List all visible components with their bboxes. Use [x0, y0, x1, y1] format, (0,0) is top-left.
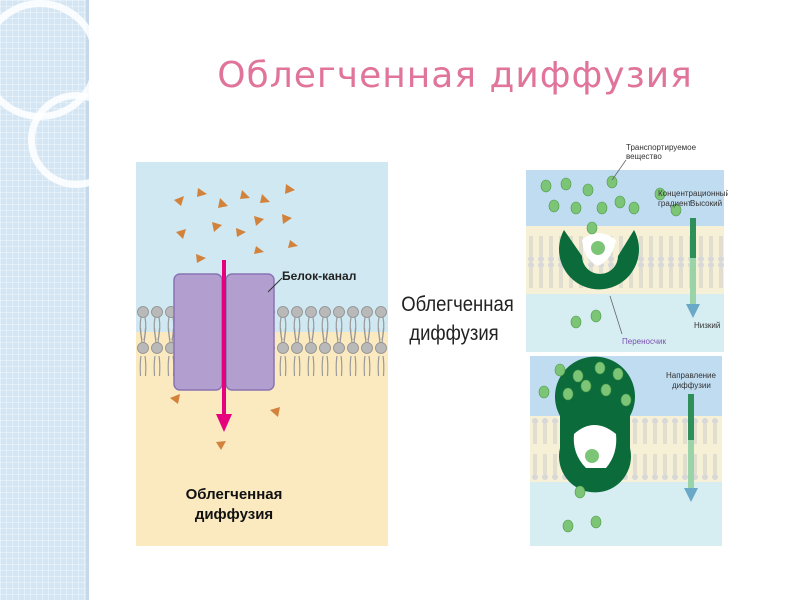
- left-caption-line1: Облегченная: [186, 486, 283, 503]
- direction-arrow: [688, 394, 694, 490]
- outside-region: [526, 170, 724, 226]
- solute-molecules-outside: [174, 184, 298, 263]
- center-label-line2: диффузия: [409, 322, 499, 345]
- solute-molecules: [540, 175, 682, 329]
- direction-label-line2: диффузии: [672, 381, 711, 390]
- carrier-pointer: [609, 295, 623, 335]
- carrier-protein: [559, 230, 639, 290]
- carrier-diffusion-diagram-bottom: Направление диффузии: [530, 356, 722, 546]
- low-label: Низкий: [694, 321, 720, 330]
- substance-label-line1: Транспортируемое: [626, 143, 697, 152]
- gradient-label-line1: Концентрационный: [658, 189, 728, 198]
- channel-protein-left: [173, 273, 223, 391]
- solute-molecules-inside: [170, 394, 280, 450]
- channel-protein-right: [225, 273, 275, 391]
- direction-arrowhead: [684, 488, 698, 502]
- substance-pointer: [611, 159, 627, 181]
- center-label: Облегченная диффузия: [401, 290, 514, 348]
- carrier-diffusion-diagram-top: Транспортируемое вещество Концентрационн…: [526, 143, 728, 352]
- sidebar-edge: [86, 0, 89, 600]
- carrier-protein: [555, 356, 635, 493]
- gradient-label-line2: градиент: [658, 199, 692, 208]
- decorative-ring: [28, 92, 124, 188]
- center-label-line1: Облегченная: [401, 293, 514, 316]
- solute-molecules: [538, 361, 632, 533]
- substance-label-line2: вещество: [626, 152, 662, 161]
- direction-label-line1: Направление: [666, 371, 717, 380]
- carrier-label: Переносчик: [622, 337, 667, 346]
- high-label: Высокий: [690, 199, 722, 208]
- gradient-arrow: [690, 218, 696, 306]
- channel-label: Белок-канал: [282, 269, 356, 283]
- channel-label-pointer: [267, 277, 283, 293]
- channel-diffusion-diagram: Белок-канал Облегченная диффузия: [136, 162, 388, 546]
- gradient-arrowhead: [686, 304, 700, 318]
- diffusion-arrowhead: [216, 414, 232, 432]
- slide-title: Облегченная диффузия: [217, 55, 693, 96]
- left-caption-line2: диффузия: [195, 506, 273, 523]
